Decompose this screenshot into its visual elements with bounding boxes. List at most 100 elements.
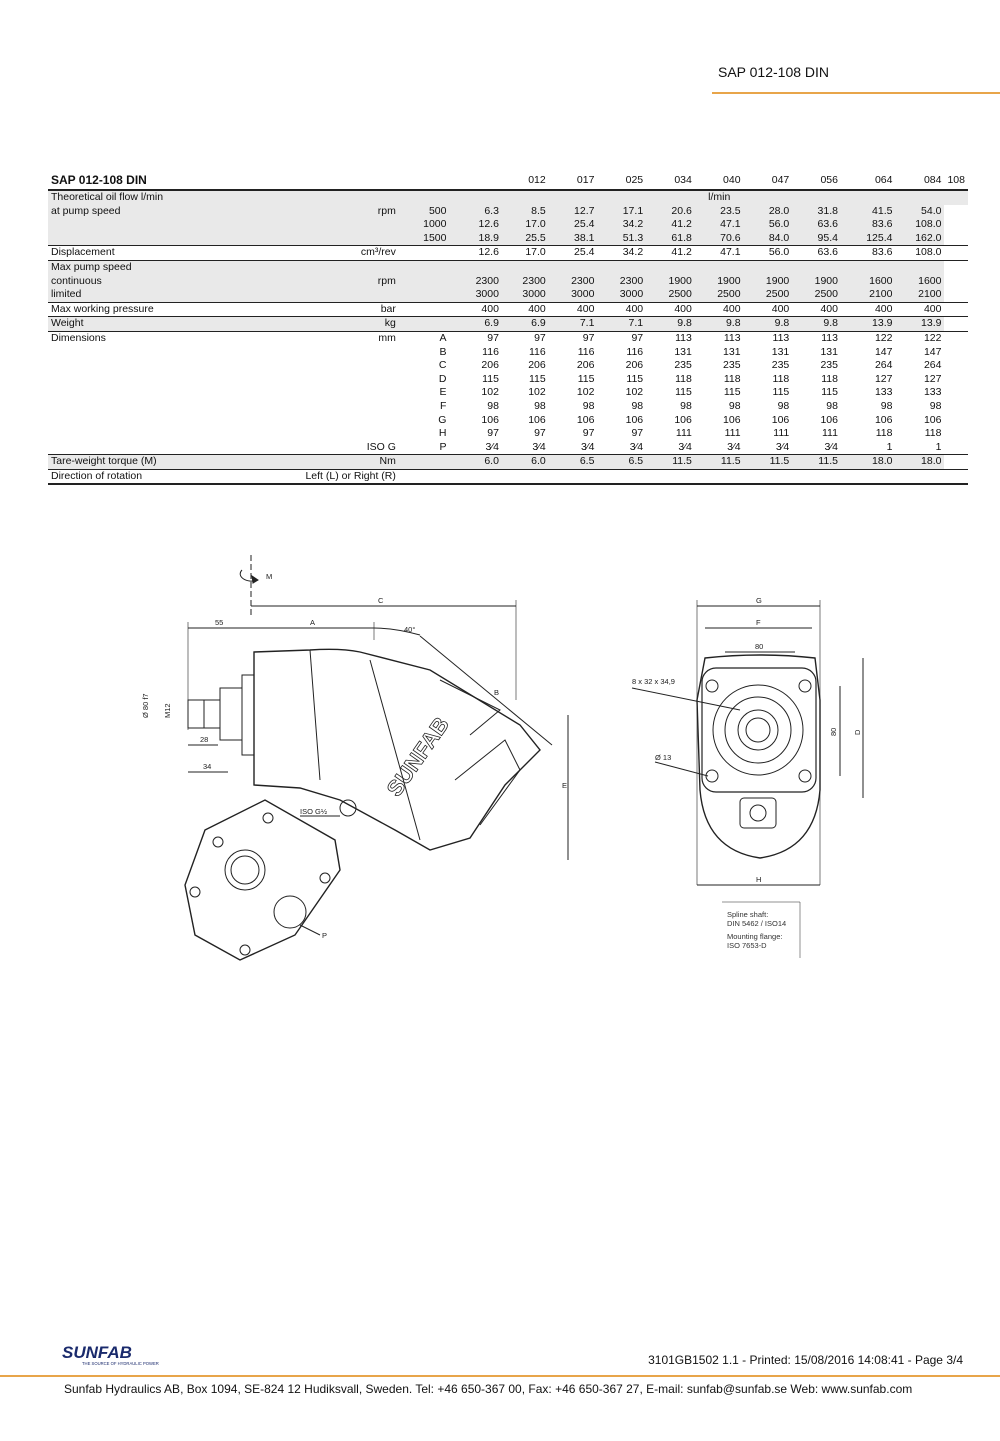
cell: 127 [874, 372, 893, 385]
cell: 17.0 [525, 246, 546, 259]
table-row: Max working pressure bar 400 400 400 400… [48, 302, 968, 317]
rotation-group: Direction of rotation Left (L) or Right … [48, 469, 968, 485]
cell: 3⁄4 [775, 440, 790, 453]
cell: 41.2 [671, 246, 692, 259]
cell: 47.1 [694, 218, 744, 232]
cell: 108.0 [915, 246, 942, 259]
model-header: 064 [874, 173, 893, 186]
row-label: Max working pressure [51, 302, 154, 315]
cell: 1900 [646, 274, 695, 289]
cell: 102 [576, 386, 595, 399]
row-unit: rpm [233, 204, 399, 219]
dim-55: 55 [215, 618, 223, 627]
pump-drawing: M C 55 A 40° B E Ø 80 f7 M12 28 34 [141, 555, 864, 961]
table-row: at pump speed rpm 500 6.3 8.5 12.7 17.1 … [48, 204, 968, 219]
cell: 38.1 [548, 231, 598, 246]
unit-header: l/min [694, 190, 744, 205]
cell: 131 [771, 345, 790, 358]
cell: 97 [631, 331, 644, 344]
row-label: Tare-weight torque (M) [48, 454, 234, 470]
model-header: 108 [947, 173, 965, 186]
table-row: 1000 12.6 17.0 25.4 34.2 41.2 47.1 56.0 … [48, 218, 968, 232]
cell: 2300 [548, 274, 598, 289]
row-unit: Nm [233, 454, 399, 470]
cell: 9.8 [743, 316, 793, 332]
cell: 20.6 [646, 204, 695, 219]
table-row: Theoretical oil flow l/min l/min [48, 190, 968, 205]
model-header: 017 [576, 173, 595, 186]
table-row: Max pump speed [48, 260, 968, 275]
cell: 54.0 [895, 204, 945, 219]
cell: 206 [481, 359, 499, 372]
cell: 98 [487, 399, 499, 412]
dim-34: 34 [203, 762, 211, 771]
cell: 98 [929, 399, 942, 412]
cell: 3000 [548, 288, 598, 303]
header-rule [712, 92, 1000, 94]
row-unit: kg [233, 316, 399, 332]
empty-cell [48, 359, 234, 373]
logo-tagline: THE SOURCE OF HYDRAULIC POWER [82, 1361, 159, 1366]
cell: 18.0 [840, 454, 896, 470]
cell: 264 [874, 359, 893, 372]
footer-rule [0, 1375, 1000, 1377]
max-speed-group: Max pump speed continuous rpm 2300 2300 … [48, 260, 968, 303]
cell: 98 [826, 399, 838, 412]
cell: 118 [772, 372, 790, 385]
speed-value: 1500 [398, 231, 450, 246]
row-unit: bar [380, 302, 396, 315]
cell: 400 [923, 302, 942, 315]
empty-cell [48, 427, 234, 441]
cell: 116 [482, 345, 499, 358]
cell: 98 [680, 399, 692, 412]
iso-port-label: ISO G½ [300, 807, 328, 816]
cell: 97 [582, 331, 595, 344]
dimension-key: B [439, 345, 447, 358]
cell: 34.2 [597, 218, 647, 232]
cell: 106 [625, 413, 644, 426]
speed-value: 1000 [398, 218, 450, 232]
cell: 115 [626, 372, 644, 385]
cell: 2300 [449, 274, 502, 289]
brand-mark: SUNFAB [382, 712, 454, 800]
cell: 3⁄4 [485, 440, 499, 453]
cell: 102 [528, 386, 546, 399]
cell: 113 [675, 331, 692, 344]
dim-28: 28 [200, 735, 208, 744]
cell: 25.4 [548, 218, 598, 232]
cell: 235 [820, 359, 838, 372]
dimension-key: F [440, 399, 447, 412]
cell: 400 [820, 302, 838, 315]
cell: 6.9 [449, 316, 502, 332]
cell: 3⁄4 [678, 440, 692, 453]
cell: 51.3 [597, 231, 647, 246]
spline-label: 8 x 32 x 34,9 [632, 677, 675, 686]
cell: 2100 [895, 288, 945, 303]
cell: 6.3 [449, 204, 502, 219]
cell: 116 [577, 345, 595, 358]
pressure-group: Max working pressure bar 400 400 400 400… [48, 302, 968, 317]
cell: 115 [723, 386, 741, 399]
cell: 9.8 [646, 316, 695, 332]
cell: 3000 [597, 288, 647, 303]
cell: 206 [528, 359, 546, 372]
empty-cell [234, 346, 399, 360]
torque-group: Tare-weight torque (M) Nm 6.0 6.0 6.5 6.… [48, 454, 968, 470]
dim-a: A [310, 618, 315, 627]
cell: 1900 [694, 274, 744, 289]
cell: 400 [771, 302, 790, 315]
cell: 12.6 [478, 246, 499, 259]
empty-cell [234, 386, 399, 400]
document-title: SAP 012-108 DIN [718, 64, 830, 80]
dimension-key: A [439, 331, 447, 344]
speed-value: 500 [398, 204, 450, 219]
dim-angle: 40° [404, 625, 415, 634]
empty-cell [48, 373, 234, 387]
cell: 118 [924, 427, 942, 440]
cell: 84.0 [743, 231, 793, 246]
cell: 3⁄4 [629, 440, 644, 453]
